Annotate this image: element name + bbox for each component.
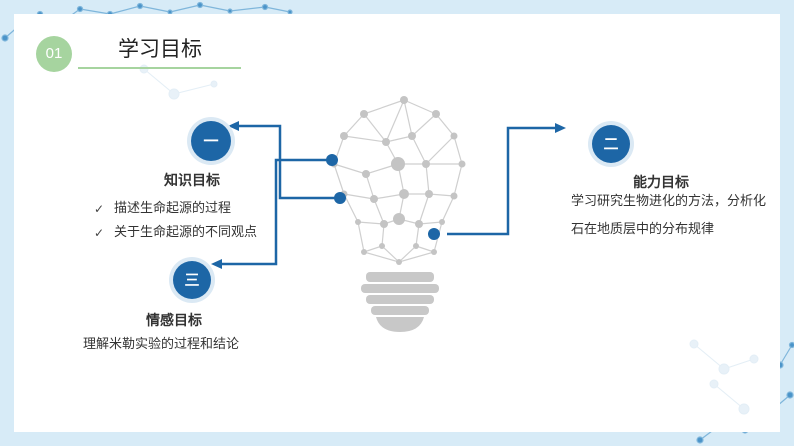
list-item-text: 关于生命起源的不同观点 [114,225,258,240]
page-title: 学习目标 [118,37,202,61]
emotion-marker: 三 [173,261,211,299]
list-item-text: 描述生命起源的过程 [114,201,232,216]
check-icon: ✓ [94,202,105,216]
slide-canvas: 01 学习目标 [14,14,780,432]
knowledge-heading: 知识目标 [164,173,220,189]
ability-marker: 二 [592,125,630,163]
knowledge-marker: 一 [191,121,231,161]
list-item: ✓ 关于生命起源的不同观点 [94,221,284,245]
faint-molecule-decoration [139,64,759,415]
knowledge-list: ✓ 描述生命起源的过程 ✓ 关于生命起源的不同观点 [94,197,284,245]
ability-heading: 能力目标 [633,175,689,191]
list-item: ✓ 描述生命起源的过程 [94,197,284,221]
check-icon: ✓ [94,226,105,240]
lightbulb-network-icon [211,96,566,332]
section-number-badge: 01 [36,36,72,72]
bulb-base [361,272,439,332]
emotion-text: 理解米勒实验的过程和结论 [83,337,240,352]
emotion-heading: 情感目标 [146,313,202,329]
ability-text: 学习研究生物进化的方法，分析化石在地质层中的分布规律 [571,194,767,237]
title-underline [78,67,241,69]
